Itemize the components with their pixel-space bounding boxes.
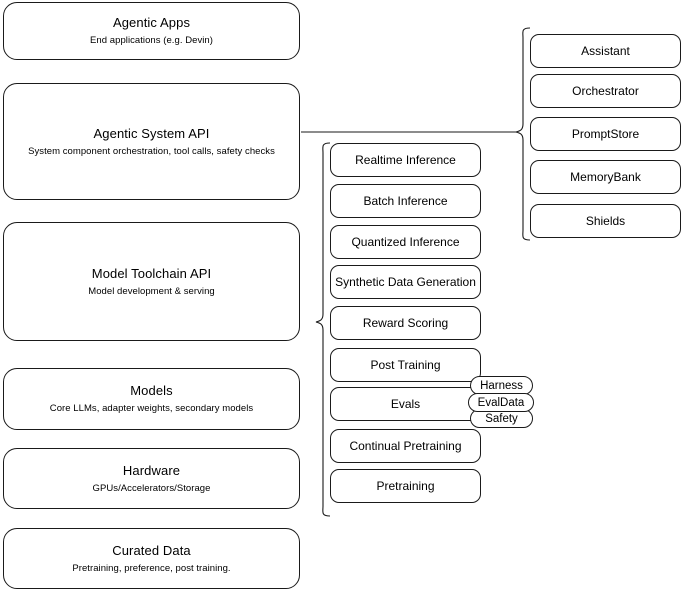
capability-label: Synthetic Data Generation (335, 275, 476, 289)
capability-box-post-training[interactable]: Post Training (330, 348, 481, 382)
capability-box-quantized-inference[interactable]: Quantized Inference (330, 225, 481, 259)
capability-label: Batch Inference (363, 194, 448, 208)
system-component-box-memorybank[interactable]: MemoryBank (530, 160, 681, 194)
capability-label: Post Training (370, 358, 441, 372)
system-component-box-orchestrator[interactable]: Orchestrator (530, 74, 681, 108)
capability-label: Pretraining (376, 479, 435, 493)
system-components-brace (515, 27, 531, 241)
capability-box-evals[interactable]: Evals (330, 387, 481, 421)
toolchain-capabilities-brace (315, 142, 331, 517)
layer-subtitle: Core LLMs, adapter weights, secondary mo… (49, 403, 254, 414)
layer-subtitle: Pretraining, preference, post training. (72, 562, 231, 574)
capability-box-reward-scoring[interactable]: Reward Scoring (330, 306, 481, 340)
evals-pill-safety[interactable]: Safety (470, 409, 533, 428)
capability-box-realtime-inference[interactable]: Realtime Inference (330, 143, 481, 177)
system-component-label: PromptStore (571, 127, 640, 141)
capability-label: Evals (390, 397, 421, 411)
system-component-label: MemoryBank (570, 170, 641, 184)
layer-title: Models (130, 383, 173, 398)
layer-title: Model Toolchain API (91, 265, 212, 281)
system-component-box-shields[interactable]: Shields (530, 204, 681, 238)
capability-box-synthetic-data-generation[interactable]: Synthetic Data Generation (330, 265, 481, 299)
layer-box-model-toolchain-api[interactable]: Model Toolchain API Model development & … (3, 222, 300, 341)
capability-box-pretraining[interactable]: Pretraining (330, 469, 481, 503)
evals-pill-label: Harness (480, 379, 523, 392)
capability-label: Realtime Inference (355, 153, 456, 167)
system-component-label: Orchestrator (572, 84, 639, 98)
system-component-label: Shields (585, 214, 626, 228)
layer-title: Agentic System API (93, 125, 210, 141)
evals-pill-evaldata[interactable]: EvalData (468, 393, 534, 412)
system-component-box-assistant[interactable]: Assistant (530, 34, 681, 68)
evals-pill-label: EvalData (477, 396, 525, 409)
capability-label: Reward Scoring (362, 316, 449, 330)
layer-subtitle: Model development & serving (88, 285, 215, 297)
layer-subtitle: End applications (e.g. Devin) (90, 35, 213, 46)
capability-label: Continual Pretraining (349, 439, 462, 453)
capability-box-batch-inference[interactable]: Batch Inference (330, 184, 481, 218)
layer-box-curated-data[interactable]: Curated Data Pretraining, preference, po… (3, 528, 300, 589)
evals-pill-label: Safety (485, 412, 518, 425)
layer-box-agentic-apps[interactable]: Agentic Apps End applications (e.g. Devi… (3, 2, 300, 60)
capability-box-continual-pretraining[interactable]: Continual Pretraining (330, 429, 481, 463)
layer-box-hardware[interactable]: Hardware GPUs/Accelerators/Storage (3, 448, 300, 509)
layer-title: Hardware (122, 462, 181, 478)
layer-box-agentic-system-api[interactable]: Agentic System API System component orch… (3, 83, 300, 200)
system-component-box-promptstore[interactable]: PromptStore (530, 117, 681, 151)
layer-box-models[interactable]: Models Core LLMs, adapter weights, secon… (3, 368, 300, 430)
system-component-label: Assistant (581, 44, 630, 58)
layer-subtitle: System component orchestration, tool cal… (28, 145, 275, 157)
capability-label: Quantized Inference (351, 235, 460, 249)
layer-title: Agentic Apps (112, 15, 191, 30)
layer-title: Curated Data (112, 542, 191, 558)
layer-subtitle: GPUs/Accelerators/Storage (92, 482, 211, 494)
